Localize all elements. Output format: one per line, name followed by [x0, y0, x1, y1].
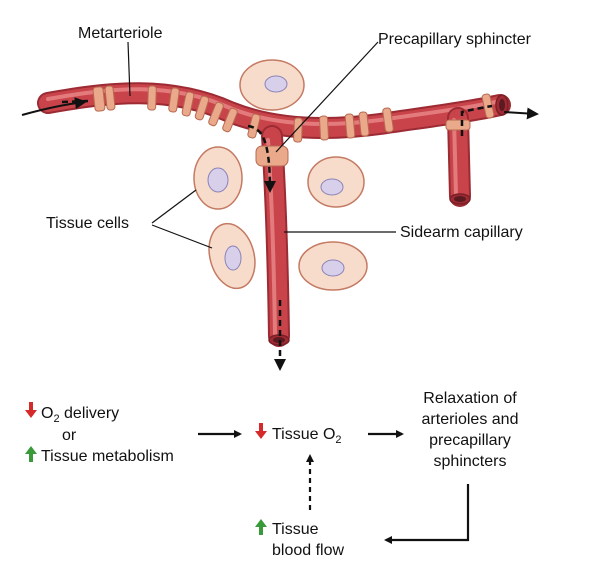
metarteriole-vessel: [37, 82, 511, 139]
text-tissue-blood-flow-line-1: Tissue: [272, 521, 319, 538]
green-up-arrow-icon: [255, 519, 267, 535]
text-o2-delivery: O2 delivery: [41, 405, 119, 425]
precapillary-sphincter-ring: [255, 145, 289, 167]
blood-flow-arrows: [21, 97, 539, 371]
tissue-cell-2: [193, 146, 243, 210]
flow-tissue-o2: Tissue O2: [255, 423, 342, 446]
label-tissue-cells: Tissue cells: [46, 215, 129, 232]
red-down-arrow-icon: [255, 423, 267, 439]
text-tissue-metabolism: Tissue metabolism: [41, 448, 174, 465]
arrow-to-blood-flow: [384, 484, 470, 544]
label-precapillary-sphincter: Precapillary sphincter: [378, 31, 532, 48]
sidearm-capillary-vessel: [261, 125, 290, 347]
tissue-cell-1: [239, 59, 305, 111]
flow-tissue-blood-flow: Tissue blood flow: [255, 519, 344, 559]
green-up-arrow-icon: [25, 446, 37, 462]
label-sidearm-capillary: Sidearm capillary: [400, 224, 523, 241]
leader-lines: [127, 41, 396, 249]
leader-tissue-cells-upper: [151, 189, 197, 224]
label-metarteriole: Metarteriole: [78, 25, 163, 42]
tissue-cell-5: [298, 241, 368, 291]
leader-precapillary-sphincter: [275, 41, 379, 153]
leader-tissue-cells-lower: [151, 224, 213, 249]
right-side-branch-vessel: [447, 107, 471, 207]
text-relaxation-line-2: arterioles and: [422, 411, 519, 428]
red-down-arrow-icon: [25, 402, 37, 418]
text-relaxation-line-1: Relaxation of: [423, 390, 517, 407]
text-or: or: [62, 427, 77, 444]
tissue-cell-4: [208, 222, 256, 290]
flow-relaxation: Relaxation of arterioles and precapillar…: [422, 390, 519, 470]
metarteriole-smooth-muscle-rings: [92, 85, 495, 143]
tissue-cell-3: [307, 156, 365, 208]
text-relaxation-line-4: sphincters: [434, 453, 507, 470]
text-tissue-o2: Tissue O2: [272, 426, 342, 446]
text-relaxation-line-3: precapillary: [429, 432, 511, 449]
leader-metarteriole: [127, 41, 131, 97]
text-tissue-blood-flow-line-2: blood flow: [272, 542, 344, 559]
flow-left-block: O2 delivery or Tissue metabolism: [25, 402, 174, 465]
